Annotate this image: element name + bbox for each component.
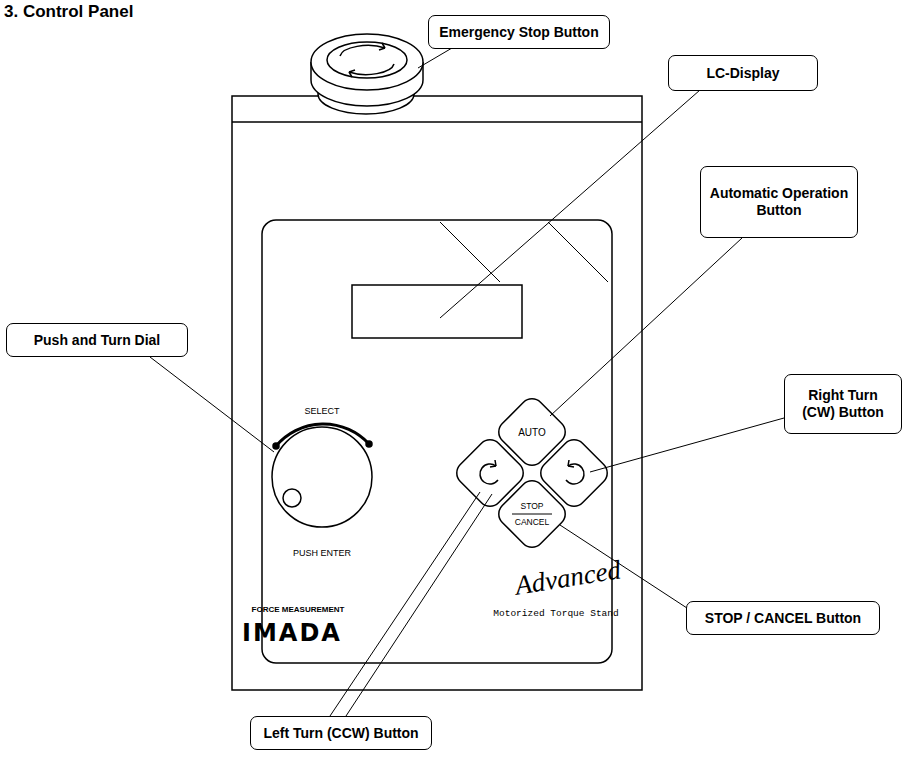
- callout-box: Push and Turn Dial: [6, 323, 188, 357]
- stop-knob-ring: [327, 42, 407, 78]
- leader-line: [550, 238, 742, 416]
- panel-label: SELECT: [304, 407, 339, 416]
- stop-knob-top: [311, 34, 423, 90]
- twist-arrow: [340, 45, 385, 56]
- callout-box: LC-Display: [668, 55, 818, 91]
- ccw-icon: [480, 464, 498, 484]
- leader-line: [346, 494, 492, 716]
- panel-label: CANCEL: [515, 518, 549, 527]
- callout-text: Automatic Operation Button: [709, 185, 849, 219]
- callout-box: Right Turn (CW) Button: [784, 374, 902, 434]
- lcd-window: [352, 285, 522, 338]
- stop-cancel-divider: [512, 514, 552, 515]
- cw-icon: [566, 464, 584, 484]
- twist-arrow-head: [379, 43, 385, 50]
- dial-grip: [283, 489, 301, 507]
- callout-box: STOP / CANCEL Button: [686, 601, 880, 635]
- leader-line: [330, 492, 480, 716]
- front-panel: [262, 220, 612, 663]
- section-title: 3. Control Panel: [4, 2, 133, 22]
- panel-label: FORCE MEASUREMENT: [252, 606, 345, 614]
- arc-end-dot: [273, 443, 279, 449]
- callout-box: Emergency Stop Button: [428, 15, 610, 49]
- housing: [232, 96, 642, 690]
- cw-icon-head: [568, 460, 574, 467]
- panel-label: Motorized Torque Stand: [493, 609, 618, 619]
- ccw-icon-head: [490, 460, 496, 467]
- callout-text: Left Turn (CCW) Button: [263, 725, 418, 742]
- panel-label: Advanced: [513, 556, 622, 599]
- callout-box: Left Turn (CCW) Button: [250, 716, 432, 750]
- panel-label: STOP: [521, 502, 544, 511]
- callout-text: LC-Display: [706, 65, 779, 82]
- twist-arrow-head: [349, 70, 355, 77]
- leader-line: [590, 418, 784, 472]
- housing-edge: [232, 121, 642, 123]
- leader-line: [440, 90, 700, 318]
- panel-label: IMADA: [242, 621, 342, 645]
- arc-end-dot: [366, 441, 372, 447]
- callout-text: Push and Turn Dial: [34, 332, 161, 349]
- panel-label: AUTO: [518, 428, 546, 438]
- callout-text: Right Turn (CW) Button: [793, 387, 893, 421]
- push-turn-dial: [272, 427, 372, 527]
- callout-text: STOP / CANCEL Button: [705, 610, 861, 627]
- leader-line: [150, 357, 274, 452]
- stop-cancel-button: [494, 476, 570, 552]
- panel-label: PUSH ENTER: [293, 549, 351, 558]
- reflection-line: [548, 222, 608, 282]
- leader-line: [418, 48, 452, 68]
- twist-arrow: [349, 64, 394, 75]
- callout-text: Emergency Stop Button: [439, 24, 598, 41]
- callout-box: Automatic Operation Button: [700, 166, 858, 238]
